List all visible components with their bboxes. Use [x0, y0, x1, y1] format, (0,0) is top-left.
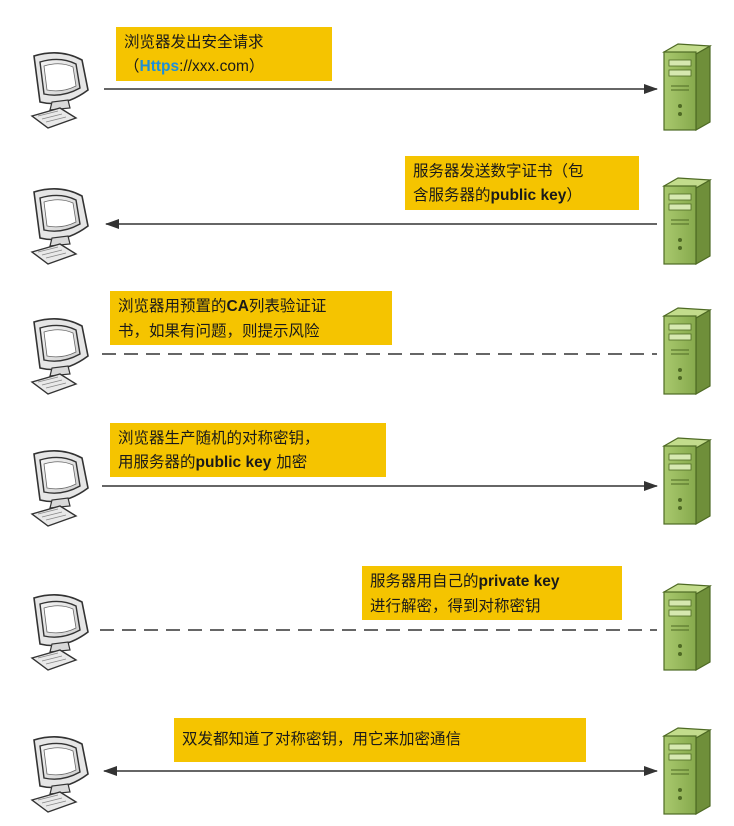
ca-text: CA: [226, 298, 249, 315]
step-1-line-1: 浏览器发出安全请求: [124, 33, 264, 51]
public-key-text: public key: [490, 187, 567, 204]
step-3-line-1-post: 列表验证证: [248, 297, 327, 315]
step-5: [31, 583, 711, 671]
server-tower-icon: [663, 437, 711, 525]
public-key-text: public key: [195, 454, 272, 471]
step-2-label: 服务器发送数字证书（包 含服务器的public key）: [405, 156, 639, 210]
computer-monitor-icon: [31, 51, 89, 129]
step-3-line-1: 浏览器用预置的CA列表验证证: [118, 294, 384, 319]
step-4-label: 浏览器生产随机的对称密钥， 用服务器的public key 加密: [110, 423, 386, 477]
step-6-line-1: 双发都知道了对称密钥，用它来加密通信: [182, 730, 462, 748]
computer-monitor-icon: [31, 188, 89, 265]
server-tower-icon: [663, 177, 711, 265]
step-1-line-2: （Https://xxx.com）: [124, 54, 324, 79]
https-text: Https: [139, 58, 180, 75]
server-tower-icon: [663, 307, 711, 395]
step-4-line-2-pre: 用服务器的: [118, 453, 196, 471]
server-tower-icon: [663, 43, 711, 131]
url-text: ://xxx.com）: [179, 58, 265, 75]
step-5-line-1-pre: 服务器用自己的: [370, 572, 479, 590]
step-1-label: 浏览器发出安全请求 （Https://xxx.com）: [116, 27, 332, 81]
step-2-line-1: 服务器发送数字证书（包: [413, 162, 584, 180]
step-4-line-2-post: 加密: [271, 453, 308, 471]
step-2: [31, 177, 711, 265]
step-6-label: 双发都知道了对称密钥，用它来加密通信: [174, 718, 586, 762]
step-2-line-2-pre: 含服务器的: [413, 186, 491, 204]
computer-monitor-icon: [31, 593, 89, 671]
computer-monitor-icon: [31, 735, 89, 813]
step-5-line-2: 进行解密，得到对称密钥: [370, 597, 541, 615]
paren-open: （: [124, 57, 140, 75]
step-5-label: 服务器用自己的private key 进行解密，得到对称密钥: [362, 566, 622, 620]
step-3-line-1-pre: 浏览器用预置的: [118, 297, 227, 315]
private-key-text: private key: [478, 573, 560, 590]
server-tower-icon: [663, 727, 711, 815]
step-2-line-2-post: ）: [566, 186, 582, 204]
step-3-line-2: 书，如果有问题，则提示风险: [118, 322, 320, 340]
step-4-line-1: 浏览器生产随机的对称密钥，: [118, 429, 320, 447]
step-2-line-2: 含服务器的public key）: [413, 183, 631, 208]
step-6: [31, 727, 711, 815]
step-1: [31, 43, 711, 131]
computer-monitor-icon: [31, 449, 89, 527]
step-4-line-2: 用服务器的public key 加密: [118, 450, 378, 475]
step-3: [31, 307, 711, 395]
step-3-label: 浏览器用预置的CA列表验证证 书，如果有问题，则提示风险: [110, 291, 392, 345]
computer-monitor-icon: [31, 317, 89, 395]
step-5-line-1: 服务器用自己的private key: [370, 569, 614, 594]
step-4: [31, 437, 711, 527]
server-tower-icon: [663, 583, 711, 671]
